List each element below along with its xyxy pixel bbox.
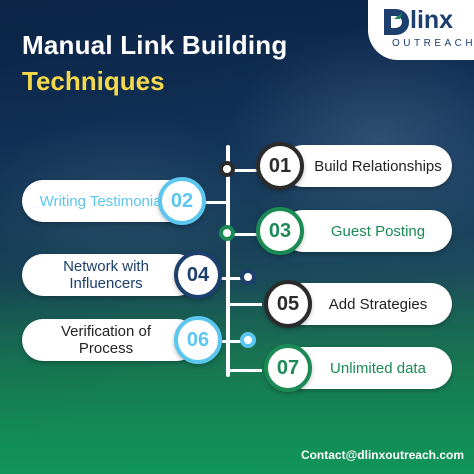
step-01-badge: 01 bbox=[256, 142, 304, 190]
timeline-dot-06 bbox=[240, 332, 256, 348]
step-03-label: Guest Posting bbox=[330, 222, 426, 240]
step-01-number: 01 bbox=[268, 154, 292, 177]
step-05-number: 05 bbox=[276, 292, 300, 315]
step-01-pill: Build Relationships bbox=[282, 145, 452, 187]
step-02-number: 02 bbox=[170, 189, 194, 212]
step-04-badge: 04 bbox=[174, 251, 222, 299]
step-01-label: Build Relationships bbox=[314, 157, 442, 175]
connector-07 bbox=[228, 369, 262, 372]
step-04-pill: Network with Influencers bbox=[22, 254, 198, 296]
step-05-label: Add Strategies bbox=[328, 295, 428, 313]
logo-wordmark: linx bbox=[410, 6, 454, 34]
step-06-badge: 06 bbox=[174, 316, 222, 364]
brand-logo: linx OUTREACH bbox=[368, 0, 474, 60]
page-subtitle: Techniques bbox=[22, 66, 165, 96]
step-07-badge: 07 bbox=[264, 344, 312, 392]
connector-05 bbox=[228, 303, 262, 306]
step-07-label: Unlimited data bbox=[330, 359, 426, 377]
connector-02 bbox=[194, 201, 228, 204]
step-04-number: 04 bbox=[186, 263, 210, 286]
step-02-label: Writing Testimonials bbox=[39, 192, 173, 210]
logo-tagline: OUTREACH bbox=[392, 38, 474, 49]
step-02-badge: 02 bbox=[158, 177, 206, 225]
contact-email: Contact@dlinxoutreach.com bbox=[300, 448, 464, 462]
step-06-number: 06 bbox=[186, 328, 210, 351]
step-03-number: 03 bbox=[268, 219, 292, 242]
connector-04 bbox=[218, 277, 252, 280]
step-03-pill: Guest Posting bbox=[282, 210, 452, 252]
step-04-label: Network with Influencers bbox=[63, 258, 149, 292]
timeline-dot-03 bbox=[219, 225, 235, 241]
step-06-pill: Verification of Process bbox=[22, 319, 198, 361]
connector-03 bbox=[228, 233, 262, 236]
timeline-dot-04 bbox=[240, 269, 256, 285]
step-06-label: Verification of Process bbox=[60, 323, 152, 357]
connector-06 bbox=[218, 340, 252, 343]
step-07-number: 07 bbox=[276, 356, 300, 379]
timeline-spine bbox=[226, 145, 230, 377]
logo-d-icon bbox=[384, 9, 409, 35]
timeline-dot-01 bbox=[219, 161, 235, 177]
page-title: Manual Link Building bbox=[22, 30, 288, 60]
connector-01 bbox=[228, 169, 262, 172]
step-05-badge: 05 bbox=[264, 280, 312, 328]
step-03-badge: 03 bbox=[256, 207, 304, 255]
